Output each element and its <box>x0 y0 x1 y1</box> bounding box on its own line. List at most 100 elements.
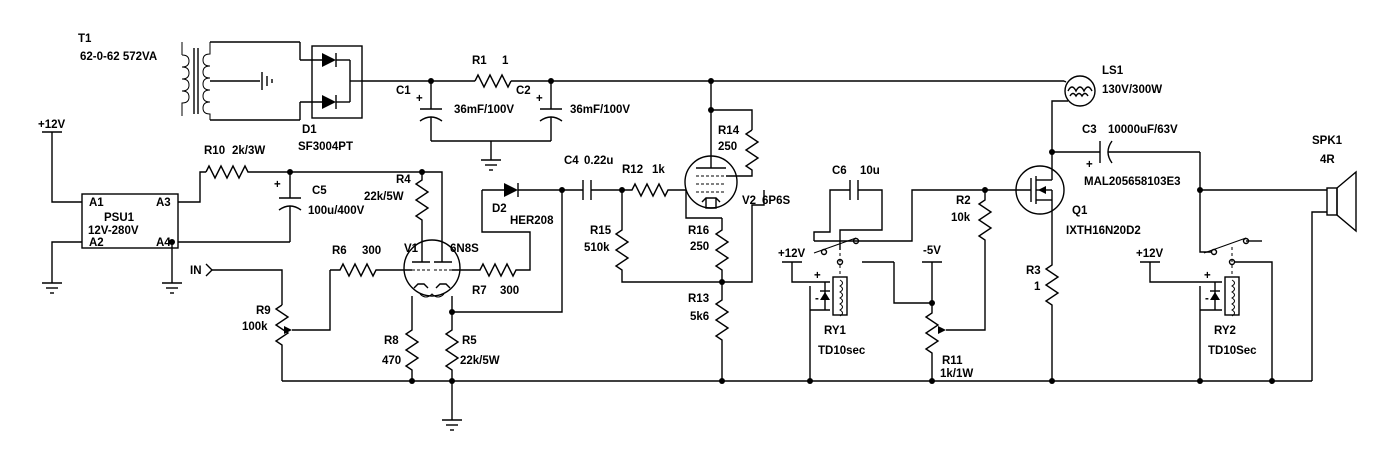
tube-v2: R14 250 V2 6P6S <box>684 81 790 219</box>
resistor-r1: R1 1 <box>472 55 512 89</box>
r6-ref-label: R6 <box>332 245 347 257</box>
minus5-label: -5V <box>923 245 941 257</box>
psu-pin-a3: A3 <box>156 197 171 209</box>
v1-value-label: 6N8S <box>450 243 479 255</box>
v2-value-label: 6P6S <box>762 195 790 207</box>
c1-ref-label: C1 <box>396 85 411 97</box>
spk1-value-label: 4R <box>1320 154 1335 166</box>
ry1-plus: + <box>814 270 821 282</box>
c5-ref-label: C5 <box>312 185 327 197</box>
r16-value-label: 250 <box>690 241 709 253</box>
r12-ref-label: R12 <box>622 164 643 176</box>
psu-pin-a4: A4 <box>156 237 171 249</box>
ry2-minus: - <box>1205 293 1209 305</box>
psu-value-label: 12V-280V <box>88 225 139 237</box>
c4-ref-label: C4 <box>564 155 579 167</box>
tube-v1: V1 6N8S <box>403 239 479 298</box>
r7-ref-label: R7 <box>472 285 487 297</box>
ry2-value-label: TD10Sec <box>1208 345 1257 357</box>
r15-ref-label: R15 <box>590 225 612 237</box>
r3-ref-label: R3 <box>1026 265 1041 277</box>
ry1-value-label: TD10sec <box>818 345 866 357</box>
r16-ref-label: R16 <box>688 225 709 237</box>
r2-value-label: 10k <box>951 212 971 224</box>
d1-ref-label: D1 <box>302 124 317 136</box>
r3-value-label: 1 <box>1034 281 1041 293</box>
capacitor-c2: C2 + 36mF/100V <box>516 81 630 141</box>
speaker-spk1: SPK1 4R <box>1197 135 1357 381</box>
c4-value-label: 0.22u <box>584 155 613 167</box>
c2-ref-label: C2 <box>516 85 531 97</box>
resistor-r16: R16 250 <box>688 218 730 285</box>
r13-value-label: 5k6 <box>690 311 709 323</box>
psu-ref-label: PSU1 <box>104 212 135 224</box>
v2-ref-label: V2 <box>742 195 756 207</box>
c3-part-label: MAL205658103E3 <box>1084 176 1181 188</box>
r1-value-label: 1 <box>502 55 509 67</box>
d2-value-label: HER208 <box>510 215 554 227</box>
t1-value-label: 62-0-62 572VA <box>80 51 157 63</box>
r9-value-label: 100k <box>242 321 268 333</box>
resistor-r8: R8 470 <box>382 296 420 384</box>
t1-ref-label: T1 <box>78 33 92 45</box>
r15-value-label: 510k <box>584 242 610 254</box>
psu-pin-a1: A1 <box>89 197 104 209</box>
resistor-r10: R10 2k/3W <box>204 145 422 180</box>
r4-value-label: 22k/5W <box>364 191 404 203</box>
r13-ref-label: R13 <box>688 293 709 305</box>
capacitor-c3: C3 10000uF/63V + MAL205658103E3 <box>1049 124 1201 245</box>
relay-ry2: +12V + - RY2 TD10Sec <box>1136 237 1273 381</box>
d2-ref-label: D2 <box>492 203 507 215</box>
ry1-ref-label: RY1 <box>824 325 847 337</box>
psu-pin-a2: A2 <box>89 237 104 249</box>
c6-ref-label: C6 <box>832 165 847 177</box>
c2-value-label: 36mF/100V <box>570 104 630 116</box>
r2-ref-label: R2 <box>956 195 971 207</box>
r8-ref-label: R8 <box>384 335 399 347</box>
ls1-value-label: 130V/300W <box>1102 84 1162 96</box>
c5-plus: + <box>274 179 281 191</box>
v1-ref-label: V1 <box>404 243 419 255</box>
ry2-plus: + <box>1204 270 1211 282</box>
mosfet-q1: Q1 IXTH16N20D2 <box>985 165 1141 260</box>
resistor-r12: R12 1k <box>622 164 686 198</box>
potentiometer-r11: -5V R11 1k/1W <box>893 245 973 381</box>
r7-value-label: 300 <box>500 285 519 297</box>
r10-value-label: 2k/3W <box>232 145 265 157</box>
r14-ref-label: R14 <box>718 125 740 137</box>
r8-value-label: 470 <box>382 355 401 367</box>
c3-plus: + <box>1086 159 1093 171</box>
r5-ref-label: R5 <box>462 335 477 347</box>
c2-plus: + <box>536 93 543 105</box>
c3-value-label: 10000uF/63V <box>1108 124 1178 136</box>
c1-plus: + <box>416 93 423 105</box>
r9-ref-label: R9 <box>256 305 271 317</box>
capacitor-c4: C4 0.22u <box>564 155 622 200</box>
resistor-r13: R13 5k6 <box>688 282 730 381</box>
resistor-r15: R15 510k <box>584 190 722 283</box>
c3-ref-label: C3 <box>1082 124 1097 136</box>
r6-value-label: 300 <box>362 245 381 257</box>
r5-value-label: 22k/5W <box>460 355 500 367</box>
d1-value-label: SF3004PT <box>298 141 353 153</box>
c1-value-label: 36mF/100V <box>454 104 514 116</box>
plus12-left-label: +12V <box>38 119 66 131</box>
c6-value-label: 10u <box>860 165 880 177</box>
r4-ref-label: R4 <box>396 174 411 186</box>
c5-value-label: 100u/400V <box>308 205 365 217</box>
resistor-r3: R3 1 <box>1026 260 1060 381</box>
ry1-minus: - <box>815 293 819 305</box>
capacitor-c1: C1 + 36mF/100V <box>396 81 514 141</box>
rectifier-d1: D1 SF3004PT <box>298 42 363 153</box>
r11-ref-label: R11 <box>942 355 963 367</box>
ground-symbol <box>481 159 501 171</box>
ry1-plus12-label: +12V <box>778 248 806 260</box>
input-label: IN <box>190 265 202 277</box>
spk1-ref-label: SPK1 <box>1312 135 1343 147</box>
input-section: IN R9 100k <box>190 263 292 381</box>
lamp-ls1: LS1 130V/300W <box>1063 65 1162 107</box>
r11-value-label: 1k/1W <box>940 368 973 380</box>
q1-value-label: IXTH16N20D2 <box>1066 225 1141 237</box>
